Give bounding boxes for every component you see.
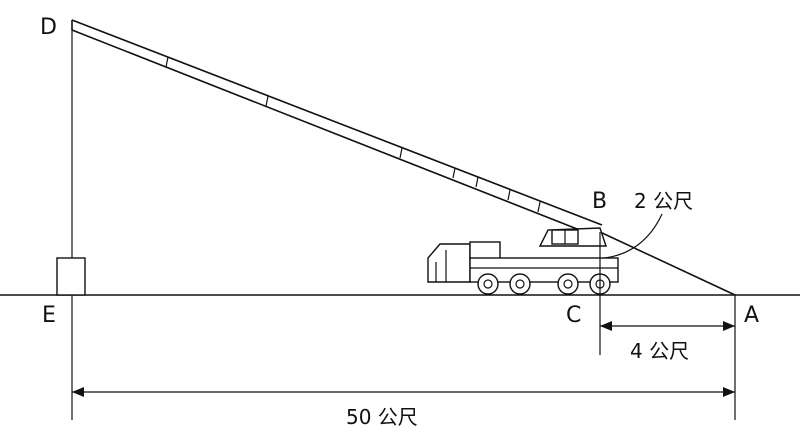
label-b: B: [592, 189, 607, 214]
bc-height-label: 2 公尺: [634, 189, 693, 213]
load-block: [56, 257, 86, 296]
ea-distance-label: 50 公尺: [346, 405, 418, 429]
crane-truck: [427, 227, 619, 295]
dimension-e-to-a: [72, 387, 735, 397]
ca-distance-label: 4 公尺: [630, 339, 689, 363]
label-e: E: [42, 303, 56, 328]
height-leader-line: [603, 213, 663, 259]
label-c: C: [566, 303, 581, 328]
dimension-c-to-a: [600, 321, 735, 331]
label-a: A: [744, 303, 759, 328]
crane-boom: [71, 19, 603, 239]
label-d: D: [40, 15, 57, 40]
line-b-to-a: [599, 231, 736, 296]
